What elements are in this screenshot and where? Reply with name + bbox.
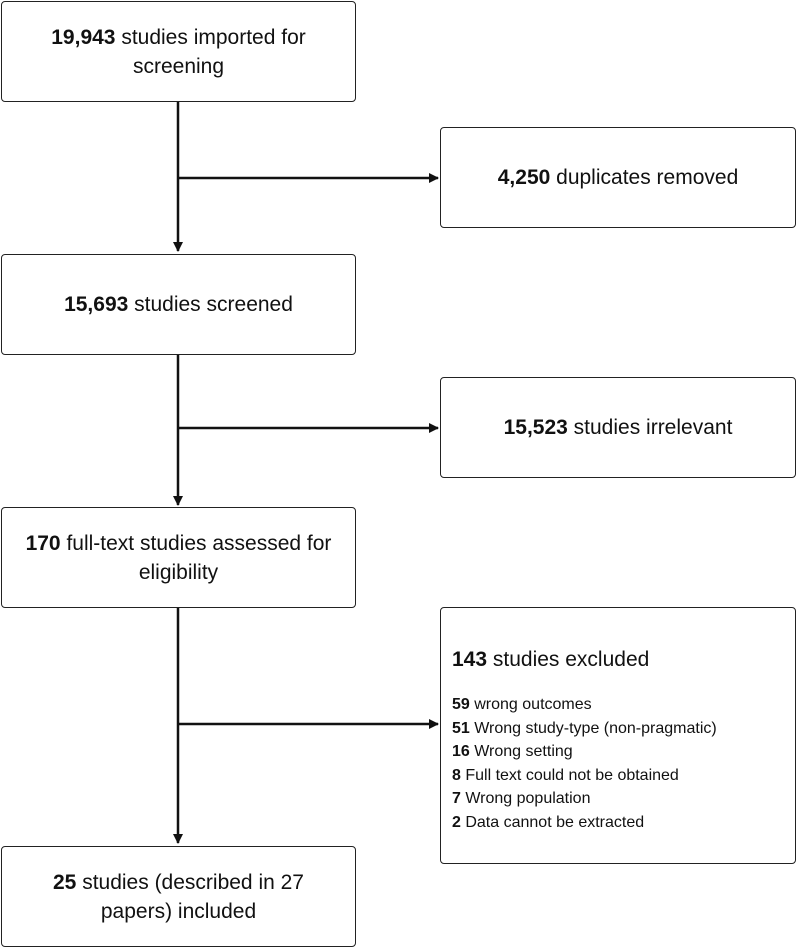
imported-count: 19,943 <box>51 25 116 49</box>
included-box: 25 studies (described in 27 papers) incl… <box>1 846 356 947</box>
included-count: 25 <box>53 870 77 894</box>
reason-count: 59 <box>452 696 470 713</box>
exclusion-reason: 16 Wrong setting <box>452 740 717 764</box>
reason-label: Wrong population <box>460 790 591 807</box>
reason-count: 16 <box>452 743 470 760</box>
duplicates-count: 4,250 <box>497 166 551 189</box>
imported-label: studies imported for screening <box>115 25 306 78</box>
exclusion-reason: 2 Data cannot be extracted <box>452 811 717 835</box>
reason-label: wrong outcomes <box>469 696 592 713</box>
duplicates-label: duplicates removed <box>550 166 739 189</box>
exclusion-reasons-list: 59 wrong outcomes 51 Wrong study-type (n… <box>452 693 717 834</box>
reason-label: Data cannot be extracted <box>460 813 645 831</box>
screened-count: 15,693 <box>64 293 129 316</box>
included-label: studies (described in 27 papers) include… <box>76 870 304 923</box>
reason-count: 8 <box>452 766 461 784</box>
excluded-label: studies excluded <box>487 648 650 671</box>
imported-box: 19,943 studies imported for screening <box>1 1 356 102</box>
reason-count: 2 <box>452 813 461 831</box>
exclusion-reason: 7 Wrong population <box>452 787 717 811</box>
reason-label: Full text could not be obtained <box>460 766 679 784</box>
screened-label: studies screened <box>128 293 293 316</box>
excluded-title: 143 studies excluded <box>452 646 649 674</box>
exclusion-reason: 59 wrong outcomes <box>452 693 717 717</box>
fulltext-count: 170 <box>25 531 61 555</box>
irrelevant-box: 15,523 studies irrelevant <box>440 377 796 478</box>
reason-count: 51 <box>452 719 470 737</box>
exclusion-reason: 8 Full text could not be obtained <box>452 764 717 788</box>
reason-label: Wrong setting <box>469 743 573 760</box>
reason-count: 7 <box>452 790 461 807</box>
irrelevant-count: 15,523 <box>503 416 568 439</box>
fulltext-box: 170 full-text studies assessed for eligi… <box>1 507 356 608</box>
irrelevant-label: studies irrelevant <box>567 416 733 439</box>
duplicates-box: 4,250 duplicates removed <box>440 127 796 228</box>
exclusion-reason: 51 Wrong study-type (non-pragmatic) <box>452 717 717 741</box>
fulltext-label: full-text studies assessed for eligibili… <box>60 531 332 584</box>
excluded-box: 143 studies excluded 59 wrong outcomes 5… <box>440 607 796 864</box>
excluded-count: 143 <box>452 648 488 671</box>
reason-label: Wrong study-type (non-pragmatic) <box>469 719 717 737</box>
screened-box: 15,693 studies screened <box>1 254 356 355</box>
